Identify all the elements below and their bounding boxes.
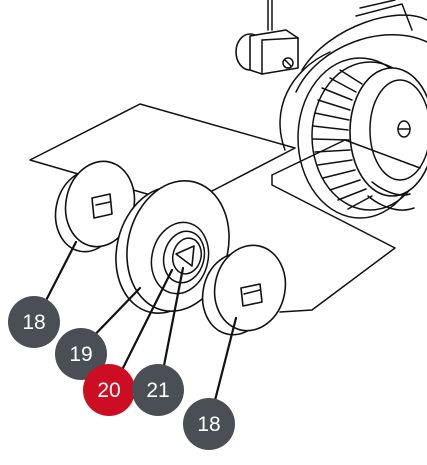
callout-badge <box>183 398 235 450</box>
pulley-disc <box>115 180 230 314</box>
callout-label: 21 <box>146 379 169 402</box>
switch-connector <box>235 0 299 75</box>
callout-badge <box>8 296 60 348</box>
callout-20[interactable]: 20 <box>83 364 135 416</box>
callout-label: 18 <box>22 311 45 334</box>
callout-badge <box>55 328 107 380</box>
callout-label: 19 <box>69 343 92 366</box>
callout-label: 18 <box>197 413 220 436</box>
callout-label: 20 <box>97 379 120 402</box>
callout-18-lower[interactable]: 18 <box>183 398 235 450</box>
callout-badge <box>132 364 184 416</box>
leader-20 <box>112 268 174 388</box>
callout-badge-highlighted <box>83 364 135 416</box>
washer-upper <box>54 160 136 253</box>
callout-19[interactable]: 19 <box>55 328 107 380</box>
callout-18-upper[interactable]: 18 <box>8 296 60 348</box>
callout-21[interactable]: 21 <box>132 364 184 416</box>
washer-lower <box>201 244 287 336</box>
motor-housing-assembly <box>279 0 427 219</box>
callouts: 18 19 20 21 18 <box>8 296 235 450</box>
